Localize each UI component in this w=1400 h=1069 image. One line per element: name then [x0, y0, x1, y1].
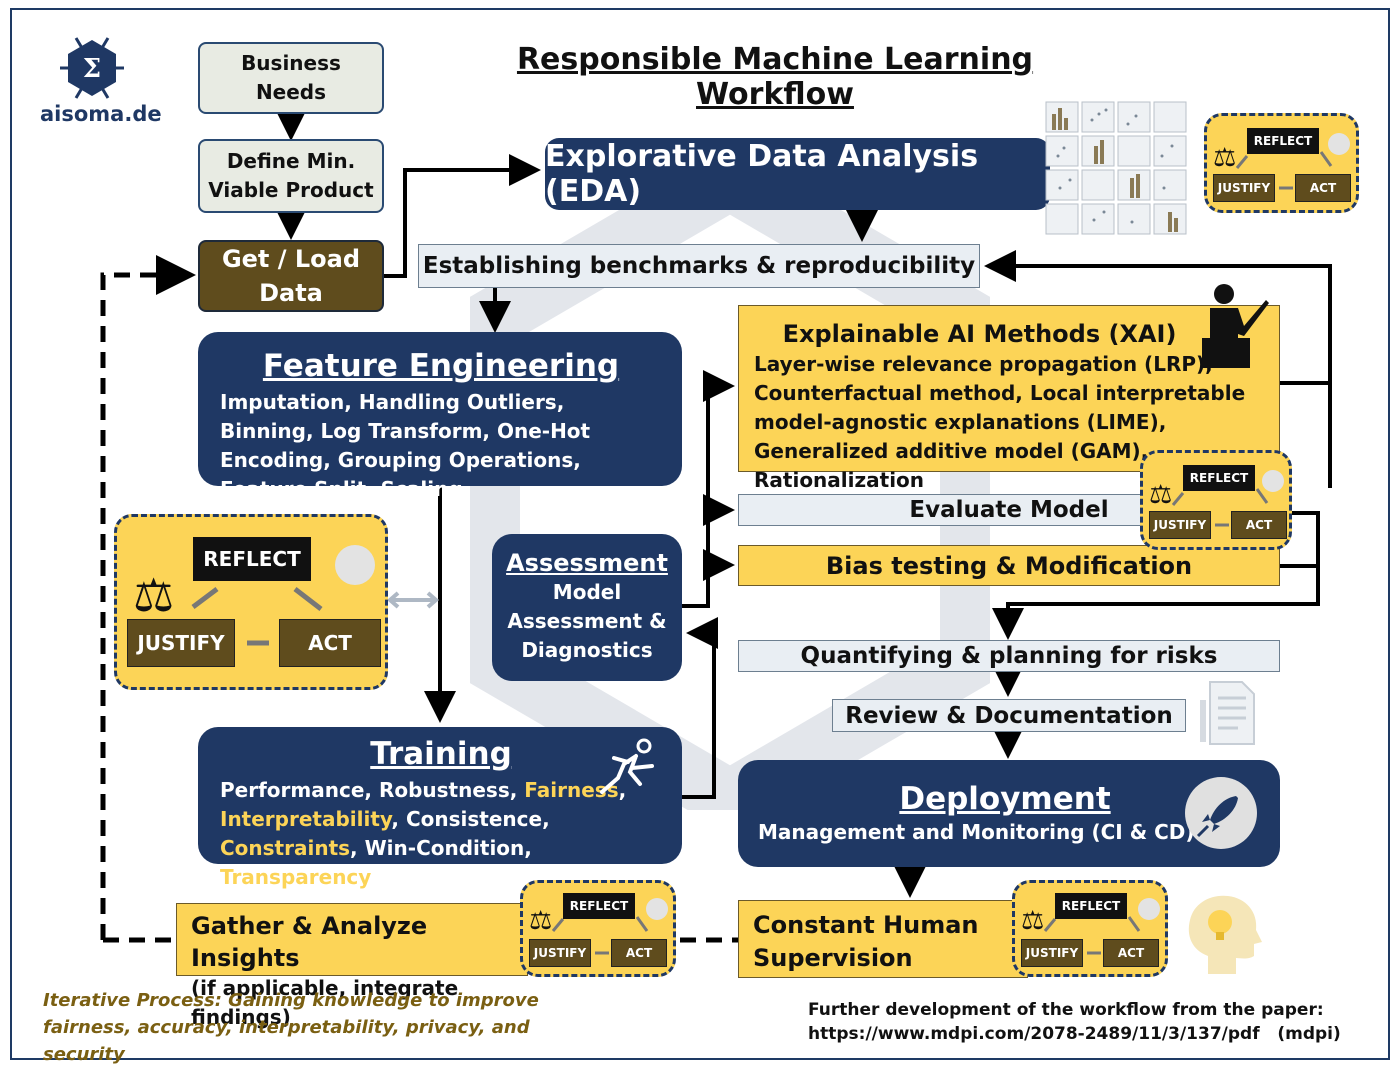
feature-engineering-body: Imputation, Handling Outliers, Binning, …: [220, 390, 591, 501]
training-term: Performance, Robustness,: [220, 778, 525, 802]
feature-engineering-node: Feature Engineering Imputation, Handling…: [198, 332, 682, 501]
justify-label: JUSTIFY: [1149, 511, 1211, 539]
bias-testing-label: Bias testing & Modification: [825, 551, 1193, 580]
gather-insights-title: Gather & Analyze Insights: [191, 912, 428, 972]
reflect-label: REFLECT: [1247, 128, 1319, 154]
hexagon-logo-icon: Σ: [60, 37, 124, 99]
get-load-data-label: Get / Load Data: [221, 245, 361, 307]
cycle-arrows: ⚖: [133, 545, 375, 646]
define-mvp-label: Define Min. Viable Product: [208, 149, 374, 202]
eda-label: Explorative Data Analysis (EDA): [545, 139, 979, 209]
training-highlight-term: Interpretability: [220, 807, 392, 831]
source-line-2[interactable]: https://www.mdpi.com/2078-2489/11/3/137/…: [808, 1024, 1341, 1044]
diagram-frame: [10, 8, 1390, 1060]
thinking-head-icon: [646, 898, 668, 920]
cycle-arrows: ⚖: [1149, 470, 1284, 527]
review-label: Review & Documentation: [845, 702, 1173, 729]
evaluate-model-label: Evaluate Model: [909, 497, 1109, 523]
deployment-title: Deployment: [899, 781, 1111, 817]
xai-title: Explainable AI Methods (XAI): [782, 320, 1177, 348]
gather-insights-node: Gather & Analyze Insights (if applicable…: [176, 903, 528, 1029]
scale-icon: ⚖: [1149, 480, 1172, 510]
assessment-node: Assessment Model Assessment & Diagnostic…: [492, 534, 682, 681]
act-label: ACT: [279, 619, 381, 667]
cycle-arrows: ⚖: [529, 898, 668, 955]
document-icon: [1200, 681, 1255, 745]
reflect-label: REFLECT: [1055, 893, 1127, 919]
act-label: ACT: [1231, 511, 1287, 539]
training-term: , Win-Condition,: [350, 836, 532, 860]
xai-body: Layer-wise relevance propagation (LRP), …: [754, 352, 1246, 492]
assessment-title: Assessment: [506, 549, 668, 577]
reflect-label: REFLECT: [1183, 465, 1255, 491]
training-body: Performance, Robustness, Fairness, Inter…: [220, 776, 662, 892]
teacher-icon: [1202, 284, 1269, 368]
review-node: Review & Documentation: [832, 699, 1186, 732]
training-highlight-term: Transparency: [220, 865, 372, 889]
risks-node: Quantifying & planning for risks: [738, 640, 1280, 672]
scale-icon: ⚖: [1021, 906, 1044, 936]
thinking-head-icon: [1328, 133, 1350, 155]
eda-node: Explorative Data Analysis (EDA): [545, 138, 1050, 210]
running-icon: [600, 738, 654, 794]
cycle-arrows: ⚖: [1021, 898, 1160, 955]
reflect-cycle-eda: REFLECT JUSTIFY ACT ⚖: [1204, 113, 1359, 213]
feature-engineering-title: Feature Engineering: [262, 348, 620, 384]
scale-icon: ⚖: [529, 906, 552, 936]
assessment-body: Model Assessment & Diagnostics: [507, 580, 667, 662]
rocket-icon: [1185, 777, 1257, 849]
svg-text:Σ: Σ: [83, 54, 101, 84]
training-highlight-term: Constraints: [220, 836, 351, 860]
justify-label: JUSTIFY: [1213, 174, 1275, 202]
bias-testing-node: Bias testing & Modification: [738, 545, 1280, 586]
benchmarks-label: Establishing benchmarks & reproducibilit…: [422, 253, 976, 279]
source-line-1: Further development of the workflow from…: [808, 1000, 1324, 1020]
thinking-head-icon: [1138, 898, 1160, 920]
reflect-label: REFLECT: [563, 893, 635, 919]
justify-label: JUSTIFY: [1021, 939, 1083, 967]
justify-label: JUSTIFY: [529, 939, 591, 967]
brand-name[interactable]: aisoma.de: [40, 102, 162, 126]
training-term: ,: [618, 778, 627, 802]
justify-label: JUSTIFY: [127, 619, 235, 667]
reflect-cycle-supervision: REFLECT JUSTIFY ACT ⚖: [1012, 880, 1168, 977]
iterative-process-note: Iterative Process: Gaining knowledge to …: [43, 990, 539, 1065]
benchmarks-node: Establishing benchmarks & reproducibilit…: [418, 244, 980, 288]
reflect-cycle-main: REFLECT JUSTIFY ACT ⚖: [114, 514, 388, 690]
thinking-head-icon: [1262, 470, 1284, 492]
scatter-matrix-icon: [1045, 101, 1187, 235]
act-label: ACT: [1103, 939, 1159, 967]
business-needs-label: Business Needs: [241, 51, 341, 104]
thinking-head-icon: [335, 545, 375, 585]
idea-head-icon: [1188, 895, 1262, 974]
business-needs-node: Business Needs: [198, 42, 384, 114]
page-title: Responsible Machine Learning Workflow: [516, 42, 1034, 112]
scale-icon: ⚖: [1213, 143, 1236, 173]
reflect-label: REFLECT: [193, 537, 311, 581]
act-label: ACT: [611, 939, 667, 967]
training-term: , Consistence,: [391, 807, 550, 831]
human-supervision-node: Constant Human Supervision: [738, 900, 1028, 978]
training-node: Training Performance, Robustness, Fairne…: [198, 727, 682, 889]
act-label: ACT: [1295, 174, 1351, 202]
scale-icon: ⚖: [133, 568, 174, 622]
cycle-arrows: ⚖: [1213, 133, 1350, 190]
risks-label: Quantifying & planning for risks: [800, 643, 1218, 669]
reflect-cycle-gather: REFLECT JUSTIFY ACT ⚖: [520, 880, 676, 977]
get-load-data-node: Get / Load Data: [198, 240, 384, 312]
reflect-cycle-evaluate: REFLECT JUSTIFY ACT ⚖: [1140, 450, 1292, 550]
training-title: Training: [370, 736, 512, 772]
deployment-body: Management and Monitoring (CI & CD): [758, 820, 1195, 844]
xai-node: Explainable AI Methods (XAI) Layer-wise …: [738, 305, 1280, 492]
human-supervision-label: Constant Human Supervision: [753, 911, 979, 972]
define-mvp-node: Define Min. Viable Product: [198, 139, 384, 213]
gather-insights-body: (if applicable, integrate findings): [191, 976, 459, 1029]
